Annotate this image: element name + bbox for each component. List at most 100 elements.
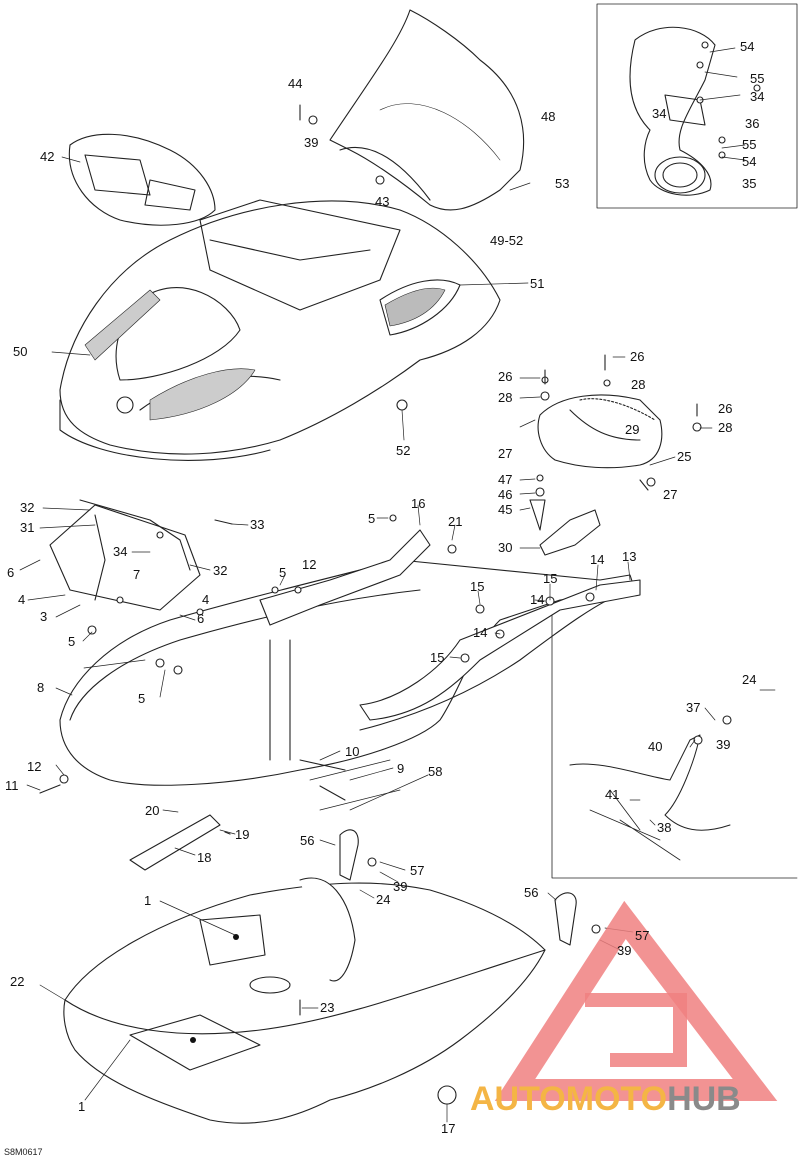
callout-15: 15 [470,579,485,594]
inset-box-cable [551,601,798,879]
callout-39: 39 [393,879,408,894]
callout-12: 12 [302,557,317,572]
callout-35: 35 [742,176,757,191]
callout-9: 9 [397,761,405,776]
callout-34: 34 [652,106,667,121]
callout-34: 34 [113,544,128,559]
callout-57: 57 [410,863,425,878]
callout-24: 24 [376,892,391,907]
callout-19: 19 [235,827,250,842]
callout-56: 56 [300,833,315,848]
callout-45: 45 [498,502,513,517]
callout-14: 14 [530,592,545,607]
belly-pan-part [63,882,546,1124]
callout-12: 12 [27,759,42,774]
callout-13: 13 [622,549,637,564]
callout-14: 14 [590,552,605,567]
hood-vent-lower [149,368,256,421]
callout-3: 3 [40,609,48,624]
callout-21: 21 [448,514,463,529]
callout-24: 24 [742,672,757,687]
headlight-housing-part [629,26,716,196]
callout-54: 54 [742,154,757,169]
callout-56: 56 [524,885,539,900]
diagram-code: S8M0617 [4,1147,43,1157]
callout-15: 15 [543,571,558,586]
support-frame-part [49,504,201,611]
callout-5: 5 [368,511,376,526]
callout-23: 23 [320,1000,335,1015]
callout-18: 18 [197,850,212,865]
callout-1: 1 [78,1099,86,1114]
bracket-part [539,509,601,556]
callout-27: 27 [663,487,678,502]
watermark-text-secondary: HUB [667,1080,741,1118]
callout-14: 14 [473,625,488,640]
front-rail-part [259,529,431,626]
inset-box-headlight [596,3,798,209]
callout-49-52: 49-52 [490,233,524,248]
callout-5: 5 [279,565,287,580]
callout-16: 16 [411,496,426,511]
callout-28: 28 [498,390,513,405]
watermark-text-primary: AUTOMOTO [470,1080,668,1118]
callout-42: 42 [40,149,55,164]
callout-38: 38 [657,820,672,835]
callout-47: 47 [498,472,513,487]
callout-8: 8 [37,680,45,695]
callout-44: 44 [288,76,303,91]
callout-10: 10 [345,744,360,759]
callout-36: 36 [745,116,760,131]
callout-34: 34 [750,89,765,104]
callout-6: 6 [7,565,15,580]
callout-50: 50 [13,344,28,359]
callout-30: 30 [498,540,513,555]
callout-4: 4 [202,592,210,607]
deflector-left-part [339,829,359,881]
callout-43: 43 [375,194,390,209]
callout-32: 32 [20,500,35,515]
callout-4: 4 [18,592,26,607]
windshield-part [329,9,525,211]
callout-52: 52 [396,443,411,458]
watermark-logo [494,900,778,1101]
callout-41: 41 [605,787,620,802]
callout-11: 11 [5,778,19,793]
cable-part [569,734,731,831]
callout-33: 33 [250,517,265,532]
callout-28: 28 [631,377,646,392]
side-rail-part [359,579,641,721]
callout-31: 31 [20,520,35,535]
callout-26: 26 [630,349,645,364]
callout-53: 53 [555,176,570,191]
headlight-panel-part [68,133,216,226]
callout-22: 22 [10,974,25,989]
callout-26: 26 [498,369,513,384]
callout-40: 40 [648,739,663,754]
callout-39: 39 [304,135,319,150]
callout-54: 54 [740,39,755,54]
callout-46: 46 [498,487,513,502]
callout-5: 5 [138,691,146,706]
callout-5: 5 [68,634,76,649]
callout-25: 25 [677,449,692,464]
callout-55: 55 [742,137,757,152]
callout-15: 15 [430,650,445,665]
callout-6: 6 [197,611,205,626]
callout-39: 39 [716,737,731,752]
watermark-text: AUTOMOTOHUB [470,1080,741,1119]
front-bumper-part [59,559,636,786]
callout-39: 39 [617,943,632,958]
lower-bracket-part [129,814,221,871]
callout-37: 37 [686,700,701,715]
callout-28: 28 [718,420,733,435]
callout-29: 29 [625,422,640,437]
callout-32: 32 [213,563,228,578]
callout-26: 26 [718,401,733,416]
callout-7: 7 [133,567,141,582]
callout-58: 58 [428,764,443,779]
callout-48: 48 [541,109,556,124]
callout-1: 1 [144,893,152,908]
